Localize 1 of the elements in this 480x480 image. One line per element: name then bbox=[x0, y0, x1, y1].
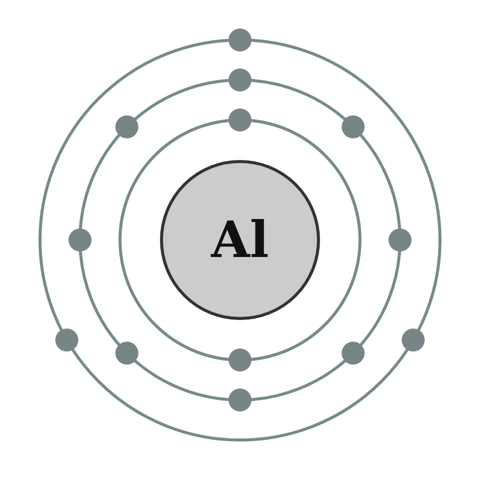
element-symbol: Al bbox=[211, 215, 269, 265]
